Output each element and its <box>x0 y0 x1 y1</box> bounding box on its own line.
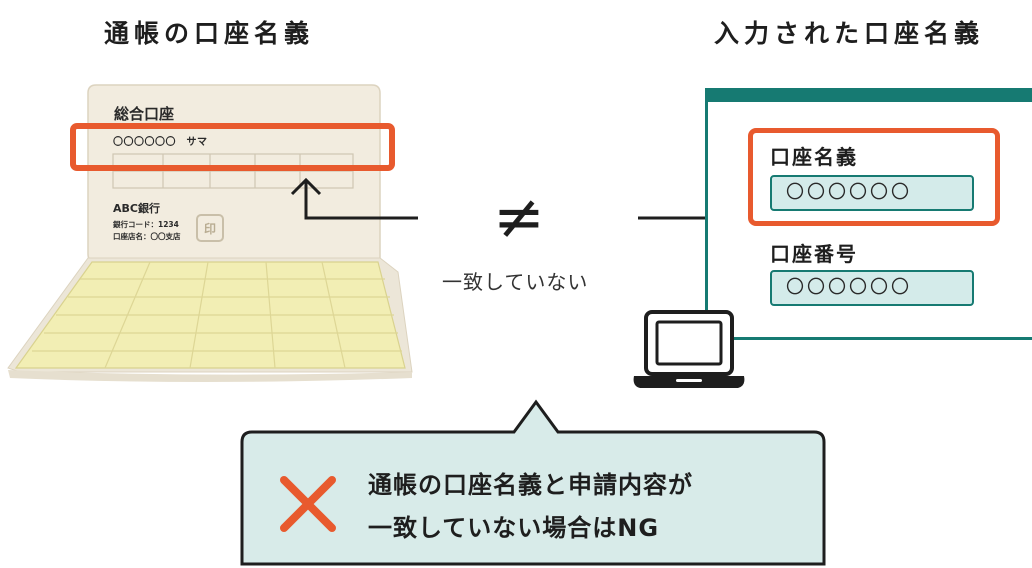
account-name-label: 口座名義 <box>770 145 858 169</box>
callout-bubble <box>240 399 826 566</box>
passbook-bank-name: ABC銀行 <box>113 202 160 215</box>
cross-mark-icon <box>280 476 336 532</box>
form-name-highlight <box>748 128 1000 226</box>
not-equal-symbol: ≠ <box>493 180 545 253</box>
laptop-icon <box>633 310 745 388</box>
input-heading: 入力された口座名義 <box>714 19 985 48</box>
passbook-branch-name: 口座店名：〇〇支店 <box>113 232 181 241</box>
passbook-name-highlight <box>70 123 395 171</box>
mismatch-label: 一致していない <box>442 270 589 294</box>
passbook-bank-code: 銀行コード：1234 <box>113 220 179 229</box>
passbook-holder-name: 〇〇〇〇〇〇 サマ <box>113 137 208 148</box>
seal-stamp: 印 <box>196 214 224 242</box>
passbook-account-type: 総合口座 <box>114 105 175 123</box>
elbow-up-arrow-icon <box>290 177 418 220</box>
account-number-field[interactable]: 〇〇〇〇〇〇 <box>770 270 974 306</box>
callout-line-1: 通帳の口座名義と申請内容が <box>368 471 693 499</box>
account-number-label: 口座番号 <box>770 242 858 266</box>
passbook-illustration <box>7 84 413 382</box>
callout-line-2: 一致していない場合はNG <box>368 514 660 542</box>
callout-message: 通帳の口座名義と申請内容が 一致していない場合はNG <box>368 464 693 550</box>
passbook-heading: 通帳の口座名義 <box>104 19 315 48</box>
account-name-field[interactable]: 〇〇〇〇〇〇 <box>770 175 974 211</box>
